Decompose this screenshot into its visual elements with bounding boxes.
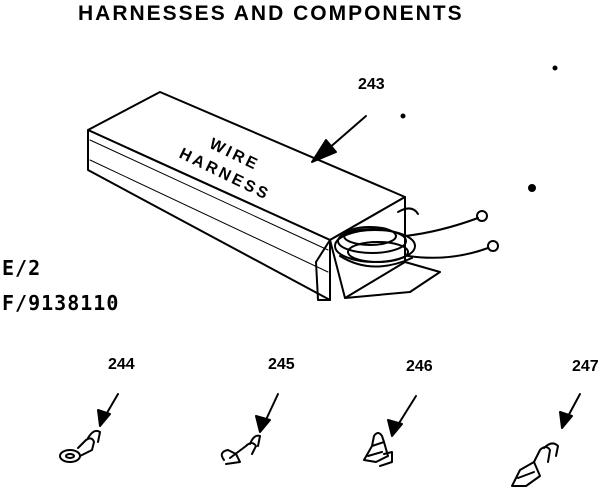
ring-terminal-244 <box>59 429 101 463</box>
scan-dot <box>528 184 536 192</box>
scan-dot <box>400 113 406 119</box>
wire-harness-box: WIRE HARNESS <box>87 91 499 301</box>
part-number-246: 246 <box>406 358 433 375</box>
scan-dot <box>552 65 558 71</box>
part-number-244: 244 <box>108 356 135 373</box>
leader-arrow-243 <box>311 115 367 163</box>
leader-arrow-245 <box>255 393 279 433</box>
leader-arrow-244 <box>97 393 119 427</box>
leader-arrow-246 <box>387 395 417 437</box>
part-number-243: 243 <box>358 76 385 93</box>
wire-lead-upper <box>404 217 479 237</box>
part-number-247: 247 <box>572 358 599 375</box>
hook-terminal-245 <box>220 434 261 465</box>
part-number-245: 245 <box>268 356 295 373</box>
wire-ring-lower <box>487 240 499 252</box>
box-bottom-flap <box>344 261 441 299</box>
receptacle-terminal-247 <box>511 442 559 487</box>
box-shading <box>89 139 329 273</box>
box-flap <box>315 239 331 301</box>
code-f: F/9138110 <box>2 291 120 315</box>
diagram-title: HARNESSES AND COMPONENTS <box>78 2 464 25</box>
receptacle-terminal-246 <box>363 432 393 467</box>
wire-lead-lower <box>407 247 489 259</box>
coiled-wire <box>334 226 416 268</box>
wire-lead-side <box>397 207 419 215</box>
leader-arrow-247 <box>559 393 581 429</box>
code-e: E/2 <box>2 256 42 280</box>
wire-ring-upper <box>476 210 488 222</box>
